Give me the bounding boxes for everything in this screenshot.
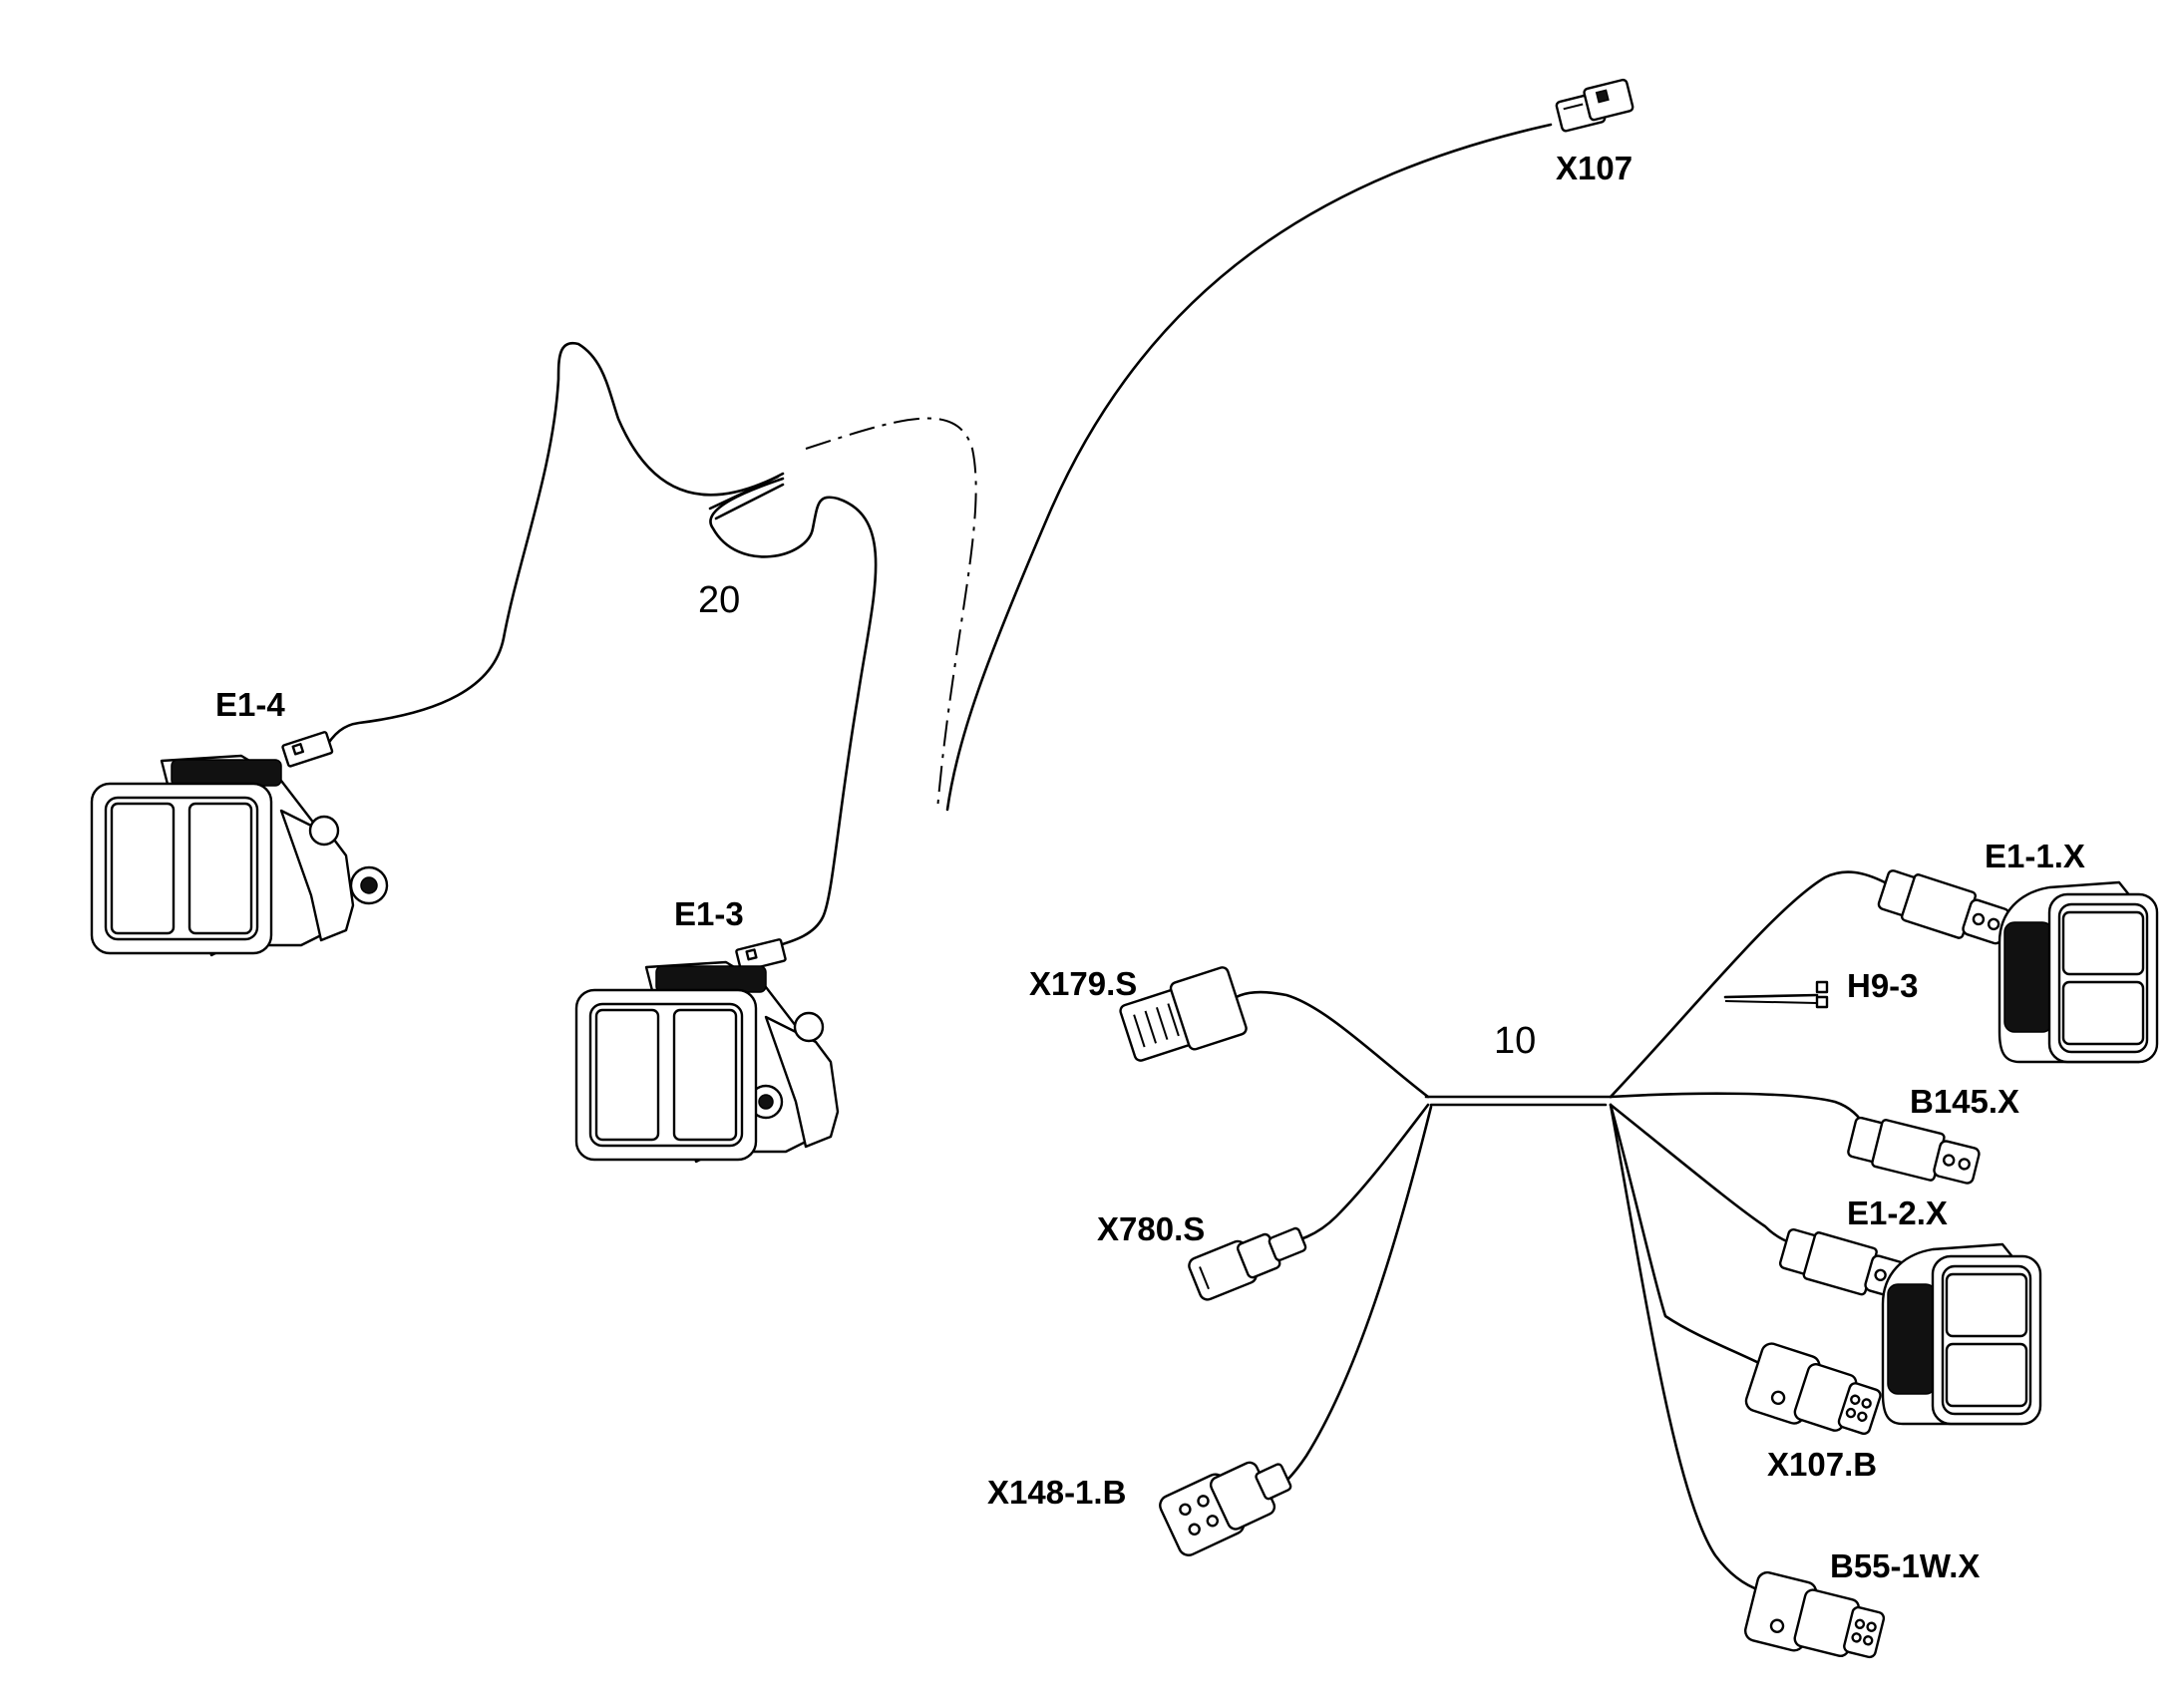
b55-1wx-connector [1743,1570,1886,1659]
label-x780s: X780.S [1097,1210,1205,1247]
harness-10 [1119,869,2159,1659]
h9-3-terminals [1724,980,1829,1009]
item-number-10: 10 [1494,1020,1536,1062]
branch-h9-3 [1723,993,1819,999]
x780s-connector [1188,1226,1307,1301]
branch-e1-2x [1609,1103,1797,1246]
harness-20-wire-to-e1-4 [322,341,785,752]
harness-20 [90,78,1635,1164]
x107-top-connector [1555,78,1635,133]
branch-x179s [1225,990,1430,1099]
label-e1-1x: E1-1.X [1985,838,2085,874]
harness-20-wire-to-e1-3 [709,477,878,949]
e1-4-connector [281,731,334,768]
x148-1b-connector [1159,1461,1292,1556]
label-b145x: B145.X [1910,1083,2019,1120]
work-lamp-icon [90,754,389,957]
x107b-connector [1744,1342,1882,1436]
harness-20-split-sleeve-b [714,483,785,520]
label-h9-3: H9-3 [1847,967,1919,1004]
x179s-connector [1119,966,1248,1062]
branch-x780s [1279,1103,1430,1246]
harness-20-dashdot-line [805,417,977,811]
harness-20-wire-to-x107 [945,123,1553,812]
work-lamp-icon [574,960,840,1164]
branch-x148-1b [1245,1105,1433,1508]
branch-x107b [1609,1103,1767,1368]
e1-3-connector [735,938,787,973]
branch-b145x [1609,1092,1867,1129]
harness-20-split-sleeve [708,475,780,511]
label-x107b: X107.B [1767,1446,1877,1483]
label-b55-1wx: B55-1W.X [1830,1547,1980,1584]
label-e1-2x: E1-2.X [1847,1195,1948,1231]
label-x107-top: X107 [1556,150,1633,186]
item-number-20: 20 [698,579,740,621]
label-e1-3: E1-3 [674,895,744,932]
b145x-connector [1847,1116,1981,1185]
work-lamp-icon [1998,880,2159,1064]
branch-e1-1x [1609,870,1887,1099]
work-lamp-icon [1881,1242,2042,1426]
label-x179s: X179.S [1029,965,1137,1002]
label-x148-1b: X148-1.B [987,1474,1126,1511]
e1-1x-connector [1877,869,2010,945]
label-e1-4: E1-4 [215,686,285,723]
branch-b55-1wx [1609,1103,1762,1592]
